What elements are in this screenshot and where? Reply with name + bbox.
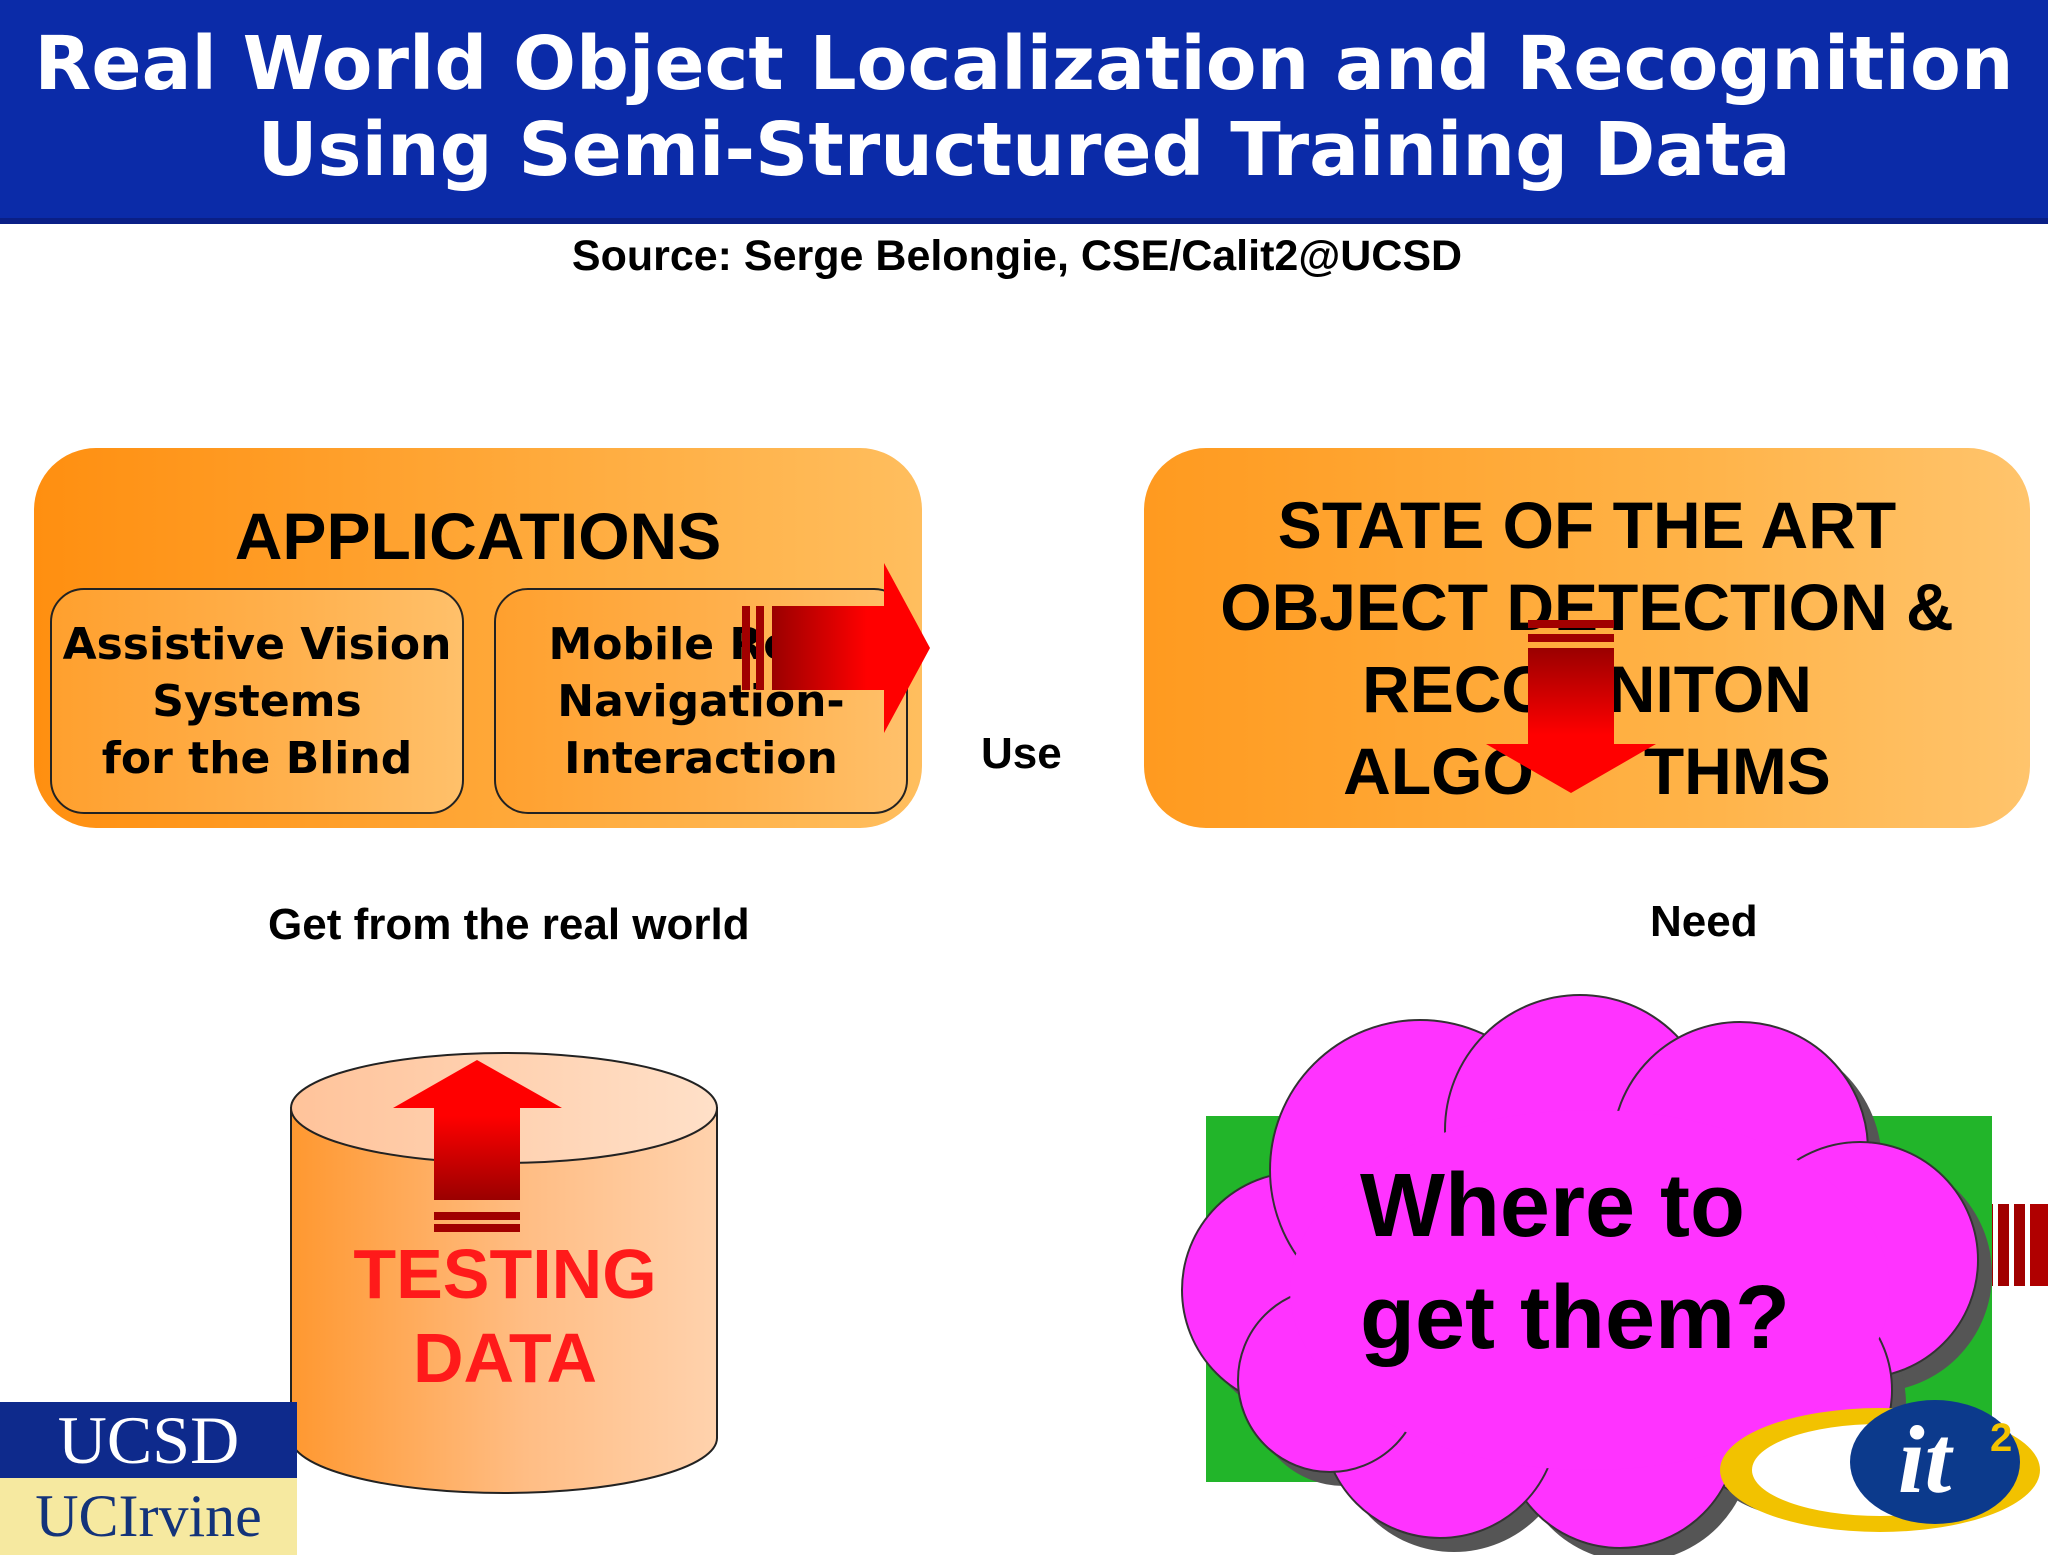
assistive-line-3: for the Blind xyxy=(101,733,413,784)
state-line-1: STATE OF THE ART xyxy=(1277,488,1897,562)
state-of-art-text: STATE OF THE ART OBJECT DETECTION & RECO… xyxy=(1144,484,2030,812)
cloud-shape xyxy=(1181,994,1979,1549)
get-from-real-world-label: Get from the real world xyxy=(268,900,750,949)
testing-data-label: TESTING DATA xyxy=(290,1232,720,1400)
down-arrow xyxy=(1486,620,1656,793)
title-line-1: Real World Object Localization and Recog… xyxy=(34,21,2014,107)
title-bar: Real World Object Localization and Recog… xyxy=(0,0,2048,224)
calit2-mark: it xyxy=(1898,1406,1952,1513)
calit2-superscript: 2 xyxy=(1990,1416,2013,1460)
assistive-vision-box: Assistive Vision Systems for the Blind xyxy=(50,588,464,814)
uci-logo: UCIrvine xyxy=(0,1478,297,1555)
up-arrow xyxy=(393,1060,562,1232)
testing-line-1: TESTING xyxy=(353,1235,657,1313)
testing-line-2: DATA xyxy=(412,1319,598,1397)
right-arrow xyxy=(742,563,930,733)
cloud-line-2: get them? xyxy=(1360,1268,1791,1368)
need-label: Need xyxy=(1650,897,1758,946)
cloud-line-1: Where to xyxy=(1360,1156,1746,1256)
applications-heading: APPLICATIONS xyxy=(234,499,722,573)
assistive-line-2: Systems xyxy=(152,676,362,727)
mobile-robot-box: Mobile Ro Navigation- Interaction xyxy=(494,588,908,814)
mobile-line-1: Mobile Ro xyxy=(548,619,794,670)
state-line-3: RECO NITON xyxy=(1362,652,1812,726)
state-line-4: ALGO THMS xyxy=(1343,734,1831,808)
cloud-question: Where to get them? xyxy=(1360,1150,1790,1374)
mobile-line-3: Interaction xyxy=(564,733,838,784)
use-label: Use xyxy=(981,729,1062,778)
state-line-2: OBJECT DETECTION & xyxy=(1220,570,1954,644)
assistive-line-1: Assistive Vision xyxy=(62,619,452,670)
calit2-logo xyxy=(1720,1400,2040,1532)
ucsd-logo: UCSD xyxy=(0,1402,297,1478)
title-line-2: Using Semi-Structured Training Data xyxy=(257,107,1791,193)
source-credit: Source: Serge Belongie, CSE/Calit2@UCSD xyxy=(571,232,1463,280)
